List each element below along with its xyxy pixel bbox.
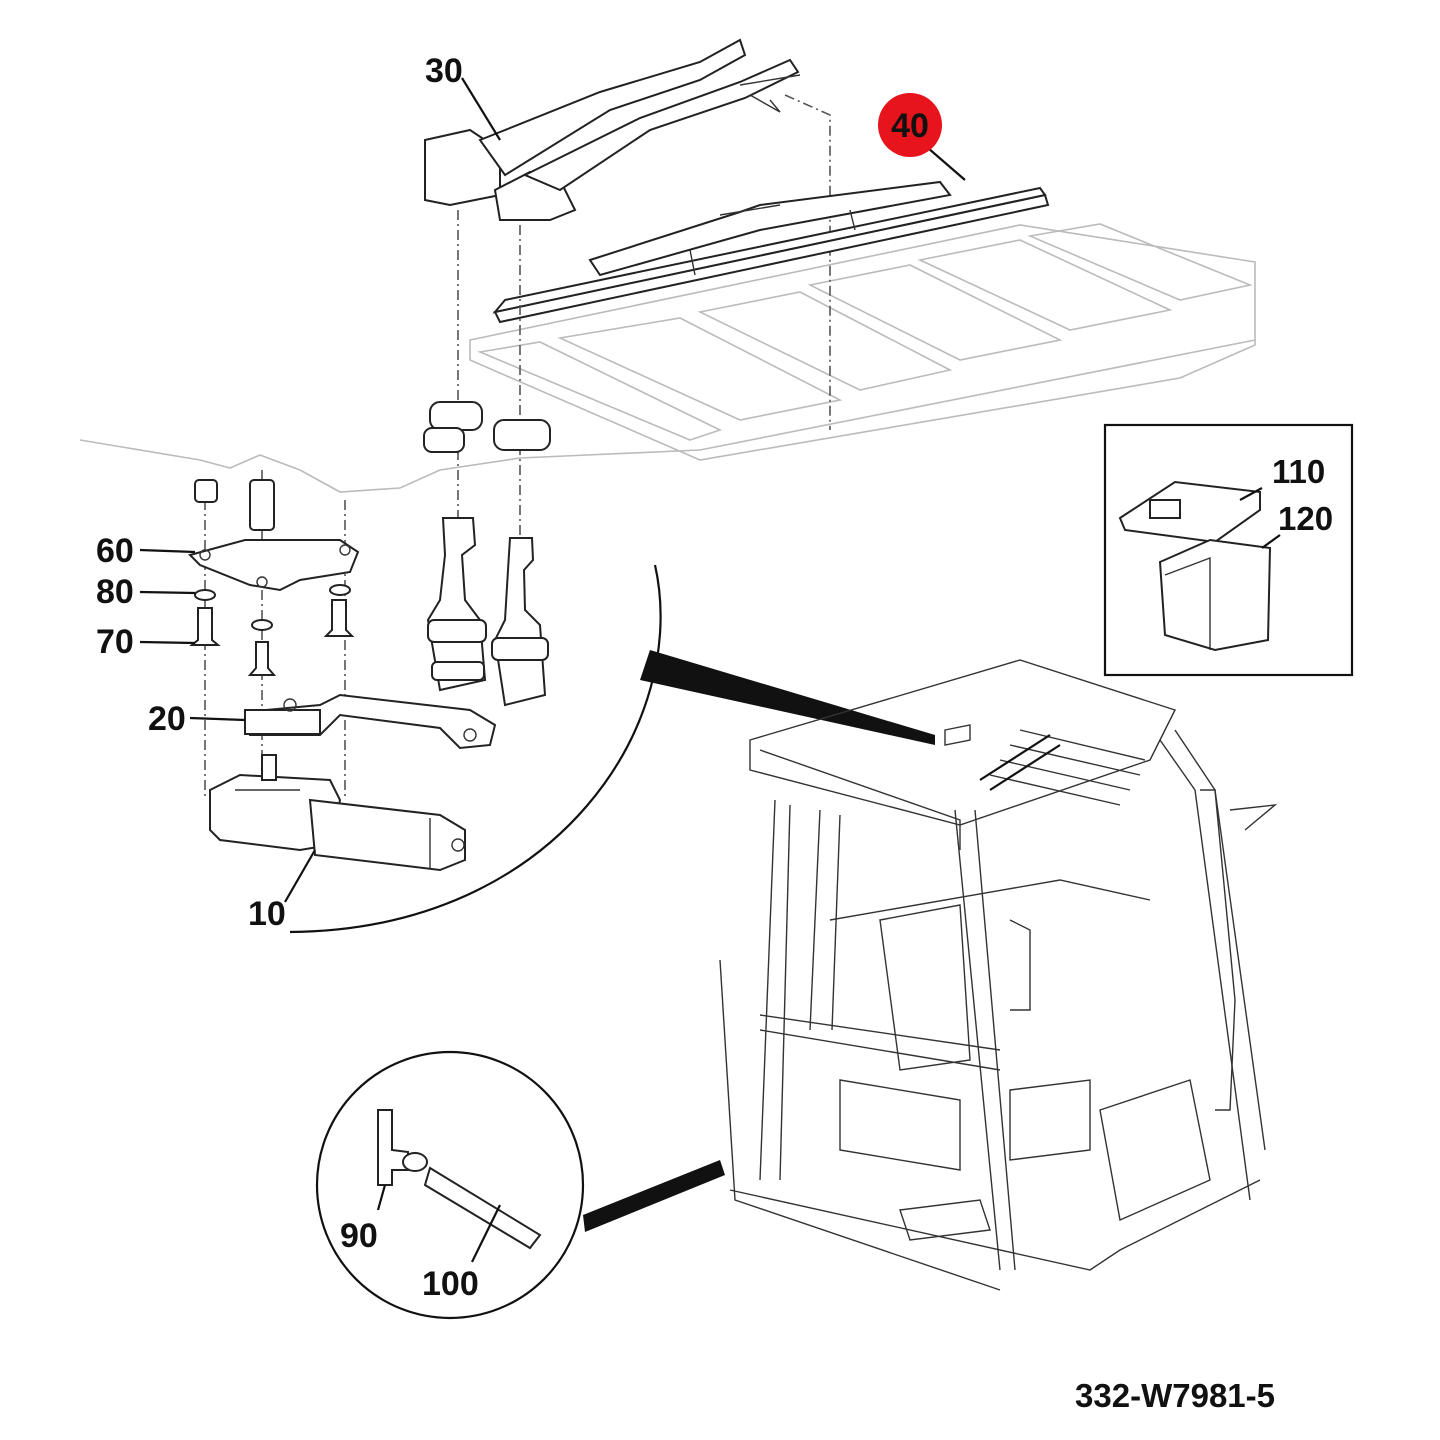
callout-70: 70 [96,623,134,661]
linkage-bracket [243,693,497,750]
wiper-blade [492,180,1050,324]
cab-frame [719,659,1278,1291]
callout-100: 100 [422,1265,479,1303]
highlight-circle-40 [878,93,942,157]
roof-panel-outline [79,223,1256,493]
callout-30: 30 [425,52,463,90]
leader-lines [139,77,1281,1263]
callout-40: 40 [891,107,929,145]
switch-detail-box [1103,423,1354,677]
mounting-plate [188,539,360,592]
callout-120: 120 [1278,500,1333,537]
callout-80: 80 [96,573,134,611]
wiper-spindles [426,517,549,707]
washer-detail-circle [315,1050,725,1320]
drawing-code: 332-W7981-5 [1075,1377,1275,1414]
wiper-arm [424,38,831,430]
callout-90: 90 [340,1217,378,1255]
washers-and-bolts [189,584,355,676]
wiper-motor [209,754,466,872]
callout-20: 20 [148,700,186,738]
callout-10: 10 [248,895,286,933]
detail-circle-arc [289,564,935,934]
callout-110: 110 [1272,453,1325,490]
callout-60: 60 [96,532,134,570]
spacer-grommets [194,401,551,531]
